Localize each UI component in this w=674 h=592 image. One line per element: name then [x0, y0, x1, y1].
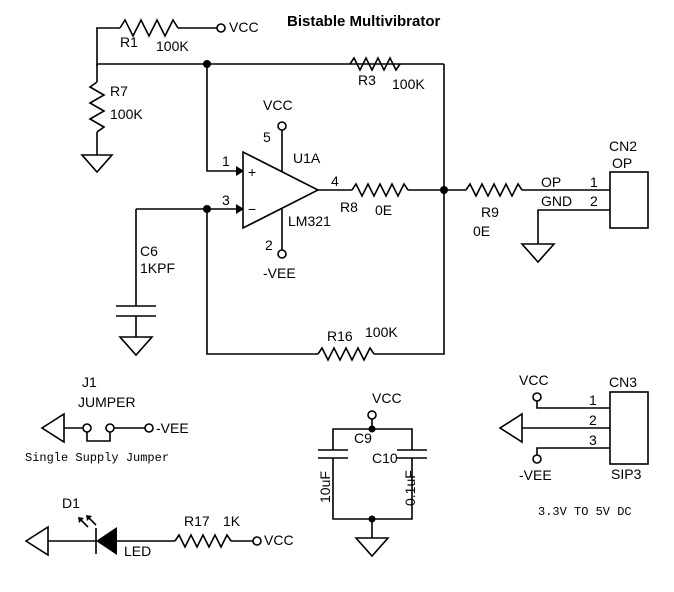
ground-symbol-r7	[80, 154, 114, 174]
cn2-gnd-label: GND	[541, 193, 572, 209]
cn3-vee-label: -VEE	[519, 467, 552, 483]
cn3-pin2-label: 2	[589, 412, 597, 428]
u1a-pin4-label: 4	[331, 173, 339, 189]
resistor-r7	[80, 64, 114, 174]
led-ground-arrow	[24, 525, 49, 557]
resistor-r16	[206, 190, 445, 362]
connector-cn2	[520, 171, 649, 264]
d1-ref: D1	[62, 495, 80, 511]
cn2-ref: CN2	[609, 138, 637, 154]
u1a-vcc-label: VCC	[263, 97, 293, 113]
cn2-op-label: OP	[541, 174, 561, 190]
decoupling-caps	[318, 410, 427, 558]
resistor-r8	[318, 182, 444, 198]
r1-value: 100K	[156, 38, 189, 54]
u1a-vee-label: -VEE	[263, 265, 296, 281]
resistor-r1	[96, 18, 226, 66]
cn3-pin1-label: 1	[589, 392, 597, 408]
opamp-plus-sign: +	[248, 164, 256, 180]
arrow-pin3	[236, 204, 244, 214]
r17-vcc-label: VCC	[264, 532, 294, 548]
j1-ref: J1	[82, 374, 97, 390]
r8-value: 0E	[375, 202, 392, 218]
u1a-ref: U1A	[293, 150, 321, 166]
r17-ref: R17	[184, 513, 210, 529]
cn3-caption: 3.3V TO 5V DC	[538, 505, 632, 519]
cn2-value: OP	[612, 155, 632, 171]
arrow-pin1	[236, 166, 244, 176]
u1a-pin3-label: 3	[222, 192, 230, 208]
opamp-u1a	[242, 121, 320, 259]
c9-value: 10uF	[317, 471, 333, 503]
j1-value: JUMPER	[78, 394, 136, 410]
resistor-r3-body	[349, 56, 401, 72]
r3-ref: R3	[358, 72, 376, 88]
c6-value: 1KPF	[140, 260, 175, 276]
capacitor-c6	[116, 209, 156, 357]
connector-cn3	[498, 391, 649, 465]
u1a-part: LM321	[288, 213, 331, 229]
j1-vee-label: -VEE	[156, 420, 189, 436]
r9-value: 0E	[473, 223, 490, 239]
r1-vcc-label: VCC	[229, 19, 259, 35]
u1a-pin1-label: 1	[222, 153, 230, 169]
jumper-j1	[40, 412, 154, 444]
r9-ref: R9	[481, 204, 499, 220]
led-d1	[24, 515, 262, 557]
cn3-ref: CN3	[609, 374, 637, 390]
jumper-ground-arrow	[40, 412, 65, 444]
cn2-pin2-label: 2	[590, 193, 598, 209]
diagram-title: Bistable Multivibrator	[287, 13, 441, 30]
c10-ref: C10	[372, 450, 398, 466]
c10-value: 0.1uF	[402, 470, 418, 506]
c9-ref: C9	[354, 430, 372, 446]
u1a-pin2-label: 2	[265, 237, 273, 253]
r16-ref: R16	[327, 328, 353, 344]
d1-value: LED	[124, 543, 151, 559]
r1-ref: R1	[120, 34, 138, 50]
c6-ref: C6	[140, 243, 158, 259]
cn3-value: SIP3	[611, 466, 642, 482]
cn3-pin3-label: 3	[589, 432, 597, 448]
caps-vcc-label: VCC	[372, 390, 402, 406]
r17-value: 1K	[223, 513, 241, 529]
opamp-minus-sign: −	[248, 201, 256, 217]
u1a-pin5-label: 5	[263, 129, 271, 145]
j1-caption: Single Supply Jumper	[25, 451, 169, 465]
r8-ref: R8	[340, 199, 358, 215]
r7-value: 100K	[110, 106, 143, 122]
wire-plus-input	[206, 64, 237, 172]
resistor-r9	[444, 182, 610, 198]
r7-ref: R7	[110, 83, 128, 99]
r3-value: 100K	[392, 76, 425, 92]
cn2-pin1-label: 1	[590, 174, 598, 190]
cn3-vcc-label: VCC	[519, 372, 549, 388]
r16-value: 100K	[365, 324, 398, 340]
